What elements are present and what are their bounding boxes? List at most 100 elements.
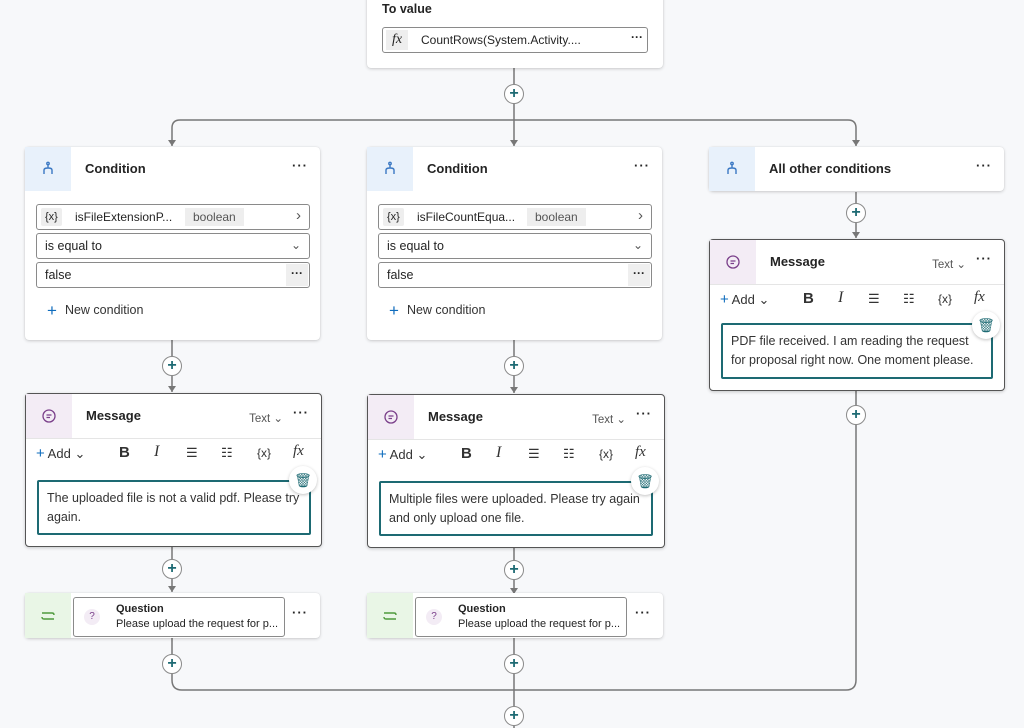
chevron-down-icon: ⌄	[632, 238, 643, 252]
more-options-button[interactable]: ···	[635, 605, 651, 620]
more-options-button[interactable]: ···	[976, 158, 992, 173]
add-node-button[interactable]: +	[162, 654, 182, 674]
new-condition-button[interactable]: +New condition	[389, 301, 485, 321]
branch-icon	[367, 147, 413, 191]
redirect-icon	[25, 593, 71, 638]
add-button[interactable]: + Add ⌄	[378, 446, 427, 463]
message-icon	[710, 240, 756, 284]
add-node-button[interactable]: +	[846, 405, 866, 425]
more-options-button[interactable]: ···	[636, 406, 652, 421]
mode-select[interactable]: Text ⌄	[592, 412, 626, 426]
question-text: Please upload the request for p...	[458, 618, 621, 630]
insert-variable-button[interactable]: {x}	[938, 292, 953, 306]
operator-value: is equal to	[387, 239, 444, 253]
bullet-list-icon[interactable]: ☰	[868, 291, 880, 306]
formula-field[interactable]: fx CountRows(System.Activity.... ···	[382, 27, 648, 53]
mode-select[interactable]: Text ⌄	[932, 257, 966, 271]
chevron-right-icon: ›	[638, 207, 643, 224]
delete-icon[interactable]: 🗑	[289, 466, 317, 494]
mode-select[interactable]: Text ⌄	[249, 411, 283, 425]
delete-icon[interactable]: 🗑	[631, 467, 659, 495]
more-options-button[interactable]: ···	[634, 158, 650, 173]
condition-card[interactable]: Condition ··· {x} isFileCountEqua... boo…	[367, 147, 662, 340]
message-text-area[interactable]: The uploaded file is not a valid pdf. Pl…	[37, 480, 311, 535]
message-card[interactable]: Message Text ⌄ ··· + Add ⌄ B I ☰ ☷ {x} f…	[367, 394, 665, 548]
question-node[interactable]: ? Question Please upload the request for…	[415, 597, 627, 637]
chevron-right-icon: ›	[296, 207, 301, 224]
delete-icon[interactable]: 🗑	[972, 311, 1000, 339]
add-button[interactable]: + Add ⌄	[36, 445, 85, 462]
message-text-area[interactable]: Multiple files were uploaded. Please try…	[379, 481, 653, 536]
message-card[interactable]: Message Text ⌄ ··· + Add ⌄ B I ☰ ☷ {x} f…	[25, 393, 322, 547]
question-card[interactable]: ? Question Please upload the request for…	[367, 593, 663, 638]
add-node-button[interactable]: +	[846, 203, 866, 223]
bold-button[interactable]: B	[461, 445, 472, 462]
all-other-conditions-card[interactable]: All other conditions ···	[709, 147, 1004, 191]
condition-title: Condition	[85, 161, 146, 176]
formula-button[interactable]: fx	[635, 444, 646, 460]
question-card[interactable]: ? Question Please upload the request for…	[25, 593, 320, 638]
value-text: false	[387, 268, 414, 282]
question-text: Please upload the request for p...	[116, 618, 279, 630]
value-more-button[interactable]: ···	[628, 264, 650, 286]
mode-label: Text	[932, 259, 954, 271]
add-node-button[interactable]: +	[504, 654, 524, 674]
question-icon: ?	[84, 609, 100, 625]
message-title: Message	[428, 409, 483, 424]
numbered-list-icon[interactable]: ☷	[221, 445, 233, 460]
message-icon	[368, 395, 414, 439]
add-button[interactable]: + Add ⌄	[720, 291, 769, 308]
more-options-button[interactable]: ···	[293, 405, 309, 420]
message-card[interactable]: Message Text ⌄ ··· + Add ⌄ B I ☰ ☷ {x} f…	[709, 239, 1005, 391]
formula-button[interactable]: fx	[974, 289, 985, 305]
more-options-button[interactable]: ···	[292, 605, 308, 620]
variable-field[interactable]: {x} isFileExtensionP... boolean ›	[36, 204, 310, 230]
formula-button[interactable]: fx	[293, 443, 304, 459]
insert-variable-button[interactable]: {x}	[599, 447, 614, 461]
bold-button[interactable]: B	[803, 290, 814, 307]
to-value-label: To value	[382, 2, 432, 16]
chevron-down-icon: ⌄	[616, 414, 626, 426]
operator-select[interactable]: is equal to ⌄	[378, 233, 652, 259]
value-field[interactable]: false ···	[36, 262, 310, 288]
plus-icon: +	[720, 291, 729, 308]
add-node-button[interactable]: +	[504, 560, 524, 580]
add-node-button[interactable]: +	[504, 356, 524, 376]
add-node-button[interactable]: +	[162, 356, 182, 376]
italic-button[interactable]: I	[154, 443, 160, 460]
bold-button[interactable]: B	[119, 444, 130, 461]
bullet-list-icon[interactable]: ☰	[528, 446, 540, 461]
message-title: Message	[770, 254, 825, 269]
variable-field[interactable]: {x} isFileCountEqua... boolean ›	[378, 204, 652, 230]
italic-button[interactable]: I	[838, 289, 844, 306]
numbered-list-icon[interactable]: ☷	[903, 291, 915, 306]
add-node-button[interactable]: +	[504, 706, 524, 726]
formula-more-button[interactable]: ···	[631, 30, 643, 44]
condition-card[interactable]: Condition ··· {x} isFileExtensionP... bo…	[25, 147, 320, 340]
bullet-list-icon[interactable]: ☰	[186, 445, 198, 460]
more-options-button[interactable]: ···	[292, 158, 308, 173]
question-node[interactable]: ? Question Please upload the request for…	[73, 597, 285, 637]
operator-value: is equal to	[45, 239, 102, 253]
message-text-area[interactable]: PDF file received. I am reading the requ…	[721, 323, 993, 379]
operator-select[interactable]: is equal to ⌄	[36, 233, 310, 259]
question-title: Question	[458, 603, 506, 615]
chevron-down-icon: ⌄	[956, 259, 966, 271]
variable-chip: {x}	[41, 208, 62, 226]
numbered-list-icon[interactable]: ☷	[563, 446, 575, 461]
formatting-toolbar: + Add ⌄ B I ☰ ☷ {x} fx	[710, 284, 1004, 315]
new-condition-button[interactable]: +New condition	[47, 301, 143, 321]
value-field[interactable]: false ···	[378, 262, 652, 288]
italic-button[interactable]: I	[496, 444, 502, 461]
value-more-button[interactable]: ···	[286, 264, 308, 286]
more-options-button[interactable]: ···	[976, 251, 992, 266]
set-variable-node[interactable]: To value fx CountRows(System.Activity...…	[367, 0, 663, 68]
message-icon	[26, 394, 72, 438]
add-node-button[interactable]: +	[504, 84, 524, 104]
new-condition-label: New condition	[64, 303, 144, 317]
insert-variable-button[interactable]: {x}	[257, 446, 272, 460]
variable-type: boolean	[185, 208, 244, 226]
add-node-button[interactable]: +	[162, 559, 182, 579]
chevron-down-icon: ⌄	[273, 413, 283, 425]
